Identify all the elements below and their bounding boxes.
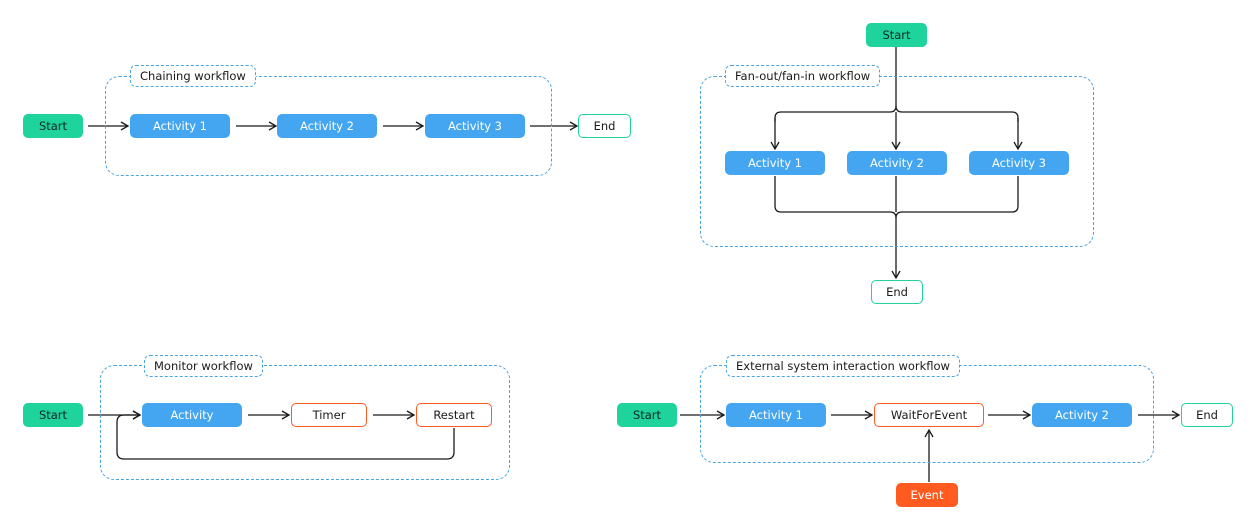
chaining-start-node[interactable]: Start	[23, 114, 83, 138]
monitor-timer-node[interactable]: Timer	[291, 403, 367, 427]
fanout-start-node[interactable]: Start	[866, 23, 927, 47]
chaining-workflow-group	[105, 76, 552, 176]
external-event-node[interactable]: Event	[896, 483, 958, 507]
fanout-workflow-group	[700, 76, 1094, 247]
external-end-node[interactable]: End	[1181, 403, 1233, 427]
monitor-restart-node[interactable]: Restart	[416, 403, 492, 427]
external-start-node[interactable]: Start	[617, 403, 677, 427]
monitor-workflow-group	[100, 365, 510, 480]
fanout-activity-3-node[interactable]: Activity 3	[969, 151, 1069, 175]
loop-restart-to-activity	[116, 410, 455, 460]
chaining-activity-1-node[interactable]: Activity 1	[130, 114, 230, 138]
monitor-activity-node[interactable]: Activity	[142, 403, 242, 427]
external-activity-1-node[interactable]: Activity 1	[726, 403, 826, 427]
fanout-activity-2-node[interactable]: Activity 2	[847, 151, 947, 175]
fanout-activity-1-node[interactable]: Activity 1	[725, 151, 825, 175]
chaining-workflow-title: Chaining workflow	[130, 65, 256, 87]
chaining-activity-3-node[interactable]: Activity 3	[425, 114, 525, 138]
fanout-branch-bar	[774, 105, 1019, 122]
external-wait-for-event-node[interactable]: WaitForEvent	[874, 403, 984, 427]
monitor-start-node[interactable]: Start	[23, 403, 83, 427]
fanout-workflow-title: Fan-out/fan-in workflow	[725, 65, 881, 87]
external-activity-2-node[interactable]: Activity 2	[1032, 403, 1132, 427]
monitor-workflow-title: Monitor workflow	[144, 355, 263, 377]
fanout-end-node[interactable]: End	[871, 280, 923, 304]
external-workflow-title: External system interaction workflow	[726, 355, 960, 377]
chaining-activity-2-node[interactable]: Activity 2	[277, 114, 377, 138]
chaining-end-node[interactable]: End	[578, 114, 631, 138]
